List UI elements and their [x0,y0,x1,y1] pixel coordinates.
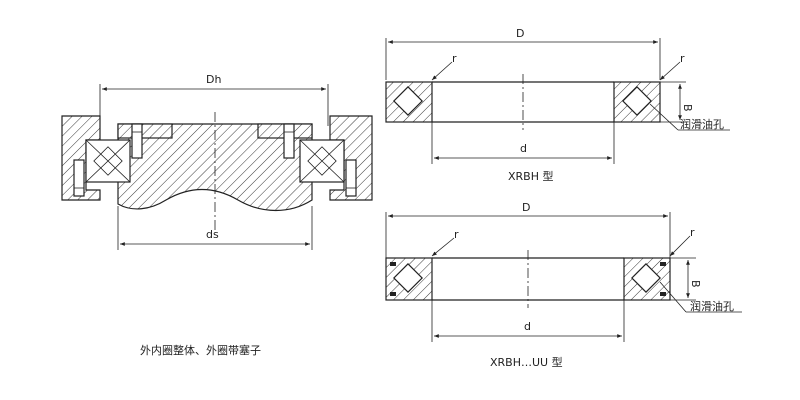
bolt-left-top [131,123,143,159]
caption-xrbhuu: XRBH…UU 型 [490,355,563,369]
xrbhuu-label-d: d [524,320,531,333]
xrbh-label-D: D [516,27,524,40]
xrbh-oil-hole-label: 润滑油孔 [680,117,724,131]
xrbh-label-d: d [520,142,527,155]
xrbhuu-label-B: B [689,280,702,288]
xrbhuu-label-D: D [522,201,530,214]
xrbh-drawing: D r r B 润滑油孔 d XRBH 型 [385,27,730,183]
caption-left: 外内圈整体、外圈带塞子 [140,343,261,357]
bolt-left-bottom [73,159,85,197]
bolt-right-bottom [345,159,357,197]
bolt-right-top [283,123,295,159]
caption-xrbh: XRBH 型 [508,169,554,183]
xrbhuu-label-r-right: r [690,226,695,239]
assembly-drawing: Dh ds 外内圈整体、外圈带塞子 [61,73,373,357]
xrbhuu-drawing: D r r B 润滑油孔 d XRBH…UU 型 [385,201,742,369]
dim-label-dh: Dh [206,73,221,86]
clamp-plate-left [117,123,173,139]
xrbhuu-oil-hole-label: 润滑油孔 [690,299,734,313]
xrbh-label-B: B [681,104,694,112]
xrbh-label-r-left: r [452,52,457,65]
xrbh-label-r-right: r [680,52,685,65]
dim-label-ds: ds [206,228,219,241]
xrbhuu-label-r-left: r [454,228,459,241]
